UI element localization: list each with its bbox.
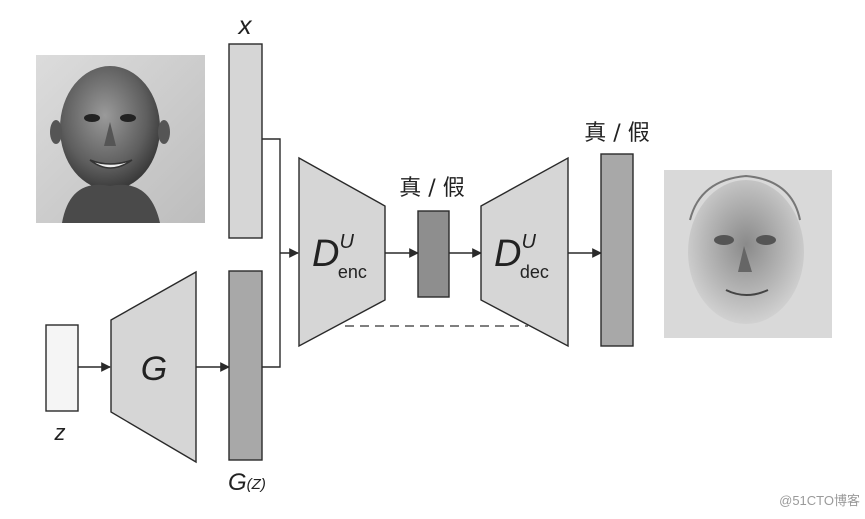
- gz-label: G(Z): [228, 469, 266, 496]
- watermark-text: @51CTO博客: [779, 493, 860, 508]
- gz-label-main: G: [228, 469, 247, 496]
- generator-label: G: [141, 350, 167, 388]
- z-label: z: [54, 420, 66, 445]
- encoder-label-main: D: [312, 233, 339, 275]
- out-real-fake-label: 真 / 假: [584, 121, 649, 146]
- connectors: [78, 138, 602, 372]
- encoder-block: [298, 156, 386, 348]
- output-face-image: [664, 170, 832, 338]
- decoder-label-sub: dec: [520, 262, 549, 282]
- mid-real-fake-block: [417, 210, 450, 298]
- z-vector-block: [45, 324, 79, 412]
- line-x-merge: [262, 138, 281, 253]
- x-real-column: [228, 43, 263, 239]
- encoder-label-sup: U: [339, 231, 354, 253]
- decoder-block: [480, 156, 569, 348]
- out-real-fake-block: [600, 153, 634, 347]
- gz-fake-column: [228, 270, 263, 461]
- gz-label-arg: (Z): [247, 476, 266, 493]
- line-gz-merge: [262, 253, 281, 368]
- x-label: x: [237, 10, 253, 40]
- generator-block: [110, 270, 197, 464]
- decoder-label-main: D: [494, 233, 521, 275]
- input-face-photo: [36, 55, 205, 223]
- mid-real-fake-label: 真 / 假: [399, 176, 464, 201]
- encoder-label-sub: enc: [338, 262, 367, 282]
- decoder-label-sup: U: [521, 231, 536, 253]
